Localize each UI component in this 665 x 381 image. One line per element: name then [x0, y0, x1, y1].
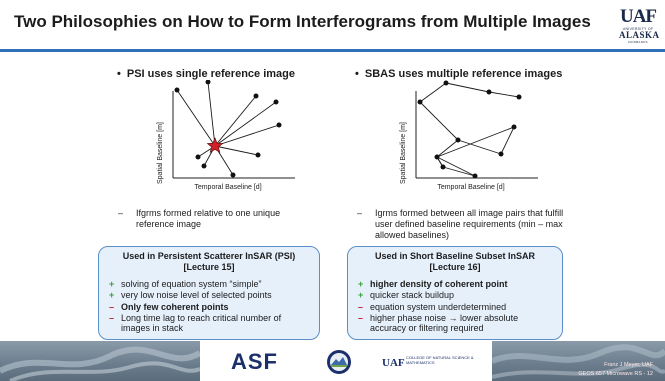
image-node: [417, 99, 423, 105]
note-dash: –: [118, 208, 124, 218]
image-node: [455, 137, 461, 143]
image-node: [174, 87, 180, 93]
x-axis-label: Temporal Baseline [d]: [437, 184, 504, 191]
edge: [214, 95, 257, 147]
edge: [457, 139, 502, 155]
reference-star-icon: [206, 137, 224, 154]
sbas-box-heading-text: Used in Short Baseline Subset InSAR [Lec…: [374, 251, 536, 272]
slide-title: Two Philosophies on How to Form Interfer…: [14, 12, 591, 31]
psi-edges: [176, 81, 280, 176]
footer-bar: [0, 341, 665, 381]
author-credit: Franz J Meyer, UAF: [604, 362, 653, 368]
psi-box-heading-text: Used in Persistent Scatterer InSAR (PSI)…: [122, 251, 296, 272]
image-node: [230, 172, 236, 178]
psi-nodes: [174, 80, 282, 178]
uaf-logo-line3: FAIRBANKS: [628, 40, 648, 44]
image-node: [255, 152, 261, 158]
edge: [176, 89, 216, 147]
image-node: [443, 80, 449, 86]
uaf-logo: UAF UNIVERSITY OF ALASKA FAIRBANKS: [619, 6, 660, 45]
image-node: [253, 93, 259, 99]
bullet: •: [355, 68, 359, 80]
minus-mark: –: [109, 313, 115, 323]
image-node: [434, 154, 440, 160]
image-node: [516, 94, 522, 100]
image-node: [498, 151, 504, 157]
psi-network-diagram: Spatial Baseline [m] Temporal Baseline […: [157, 80, 295, 191]
sbas-item-text: equation system underdetermined: [370, 302, 507, 312]
image-node: [440, 164, 446, 170]
psi-item-text: Only few coherent points: [121, 302, 229, 312]
image-node: [205, 80, 211, 85]
image-node: [201, 163, 207, 169]
sbas-item-text: higher density of coherent point: [370, 279, 508, 289]
plus-mark: +: [109, 290, 115, 300]
sbas-item-text: higher phase noise → lower absolute accu…: [370, 313, 519, 333]
x-axis-label: Temporal Baseline [d]: [194, 184, 261, 191]
psi-item-text: very low noise level of selected points: [121, 290, 272, 300]
sbas-network-diagram: Spatial Baseline [m] T: [400, 80, 538, 191]
plus-mark: +: [358, 279, 364, 289]
note-dash: –: [357, 208, 363, 218]
image-node: [511, 124, 517, 130]
sbas-box-heading: Used in Short Baseline Subset InSAR [Lec…: [348, 251, 562, 273]
seal-icon: [327, 350, 351, 374]
edge: [436, 156, 476, 177]
sbas-note: – Igrms formed between all image pairs t…: [357, 208, 582, 242]
sbas-nodes: [417, 80, 522, 179]
edge: [442, 166, 476, 177]
uaf-logo-line1: UNIVERSITY OF: [622, 27, 654, 31]
edge: [419, 82, 447, 103]
plus-mark: +: [109, 279, 115, 289]
psi-box-heading: Used in Persistent Scatterer InSAR (PSI)…: [99, 251, 319, 273]
edge: [419, 101, 459, 141]
sbas-edges: [419, 82, 520, 177]
minus-mark: –: [358, 313, 364, 323]
psi-box: Used in Persistent Scatterer InSAR (PSI)…: [98, 246, 320, 340]
minus-mark: –: [358, 302, 364, 312]
edge: [500, 126, 515, 155]
edge: [214, 145, 259, 156]
image-node: [276, 122, 282, 128]
psi-item-text: solving of equation system “simple”: [121, 279, 262, 289]
uaf-logo-wordmark: UAF: [619, 6, 657, 27]
sbas-note-text: Igrms formed between all image pairs tha…: [375, 208, 564, 240]
course-credit: GEOS 657 Microwave RS - 12: [578, 371, 653, 377]
uaf-footer-logo: UAF: [382, 357, 405, 369]
image-node: [273, 99, 279, 105]
edge: [436, 126, 515, 158]
sbas-heading: • SBAS uses multiple reference images: [355, 68, 562, 80]
image-node: [472, 173, 478, 179]
psi-heading: • PSI uses single reference image: [117, 68, 295, 80]
psi-heading-text: PSI uses single reference image: [126, 68, 295, 80]
edge: [488, 91, 520, 98]
plus-mark: +: [358, 290, 364, 300]
image-node: [486, 89, 492, 95]
image-node: [195, 154, 201, 160]
edge: [214, 124, 280, 147]
psi-note: – Ifgrms formed relative to one unique r…: [118, 208, 343, 233]
edge: [436, 139, 459, 158]
sbas-box: Used in Short Baseline Subset InSAR [Lec…: [347, 246, 563, 340]
footer-texture: [0, 344, 665, 381]
psi-item-text: Long time lag to reach critical number o…: [121, 313, 282, 333]
asf-logo: ASF: [231, 349, 278, 374]
edge: [445, 82, 490, 93]
y-axis-label: Spatial Baseline [m]: [400, 122, 407, 184]
edge: [207, 81, 216, 147]
psi-note-text: Ifgrms formed relative to one unique ref…: [136, 208, 281, 229]
sbas-heading-text: SBAS uses multiple reference images: [364, 68, 563, 80]
edge: [214, 101, 277, 147]
title-divider: [0, 49, 665, 52]
college-name: COLLEGE OF NATURAL SCIENCE & MATHEMATICS: [406, 355, 474, 365]
minus-mark: –: [109, 302, 115, 312]
bullet: •: [117, 68, 121, 80]
sbas-item-text: quicker stack buildup: [370, 290, 455, 300]
y-axis-label: Spatial Baseline [m]: [157, 122, 164, 184]
uaf-logo-line2: ALASKA: [619, 30, 660, 40]
